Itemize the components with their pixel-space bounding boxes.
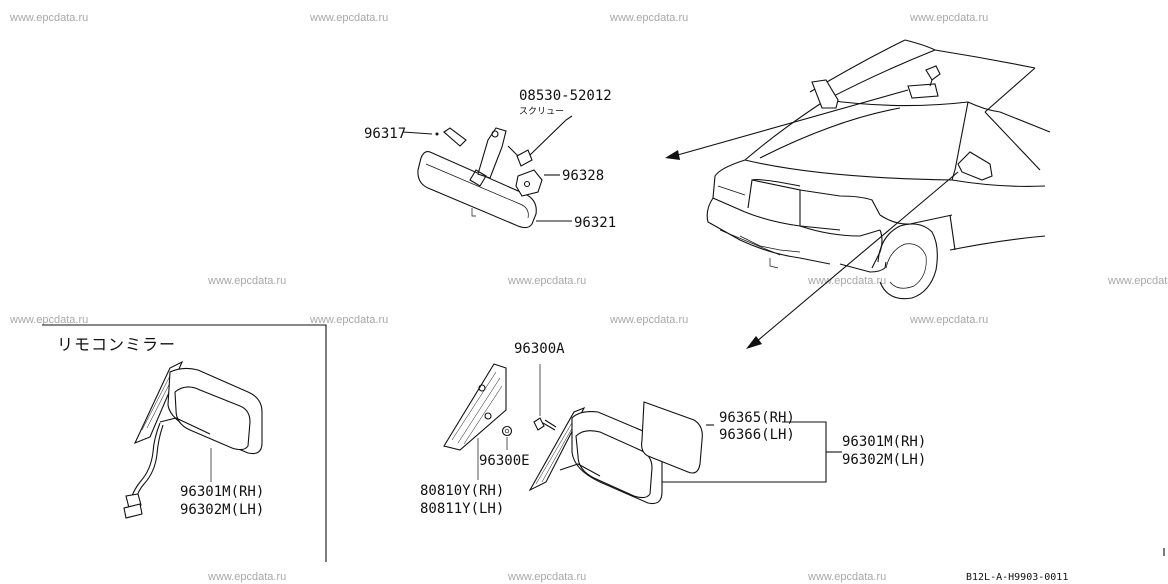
corner-bracket-icon	[443, 363, 507, 451]
part-label-96300E: 96300E	[479, 453, 530, 469]
watermark: www.epcdata.ru	[1107, 275, 1168, 287]
watermark: www.epcdata.ru	[609, 314, 688, 326]
inner-mirror-on-car-icon	[907, 83, 939, 99]
part-label-96301M: 96301M(RH)	[842, 434, 926, 450]
remote-mirror-icon	[123, 360, 263, 519]
watermark: www.epcdata.ru	[807, 275, 886, 287]
leader-line	[529, 115, 573, 156]
part-label-80810Y: 80810Y(RH)	[420, 483, 504, 499]
watermark: www.epcdata.ru	[507, 571, 586, 583]
part-label-screw: 08530-52012	[519, 88, 612, 104]
inset-title: リモコンミラー	[57, 335, 176, 354]
part-label-96302M-inset: 96302M(LH)	[180, 502, 264, 518]
part-label-96317: 96317	[364, 126, 406, 142]
nut-96300E-icon	[501, 425, 513, 437]
part-label-96301M-inset: 96301M(RH)	[180, 484, 264, 500]
pad-96317-icon	[443, 127, 467, 147]
inner-mirror-assembly: 08530-52012 スクリュー 96317 96328 96321	[364, 88, 616, 231]
inner-mirror-icon	[417, 151, 537, 229]
inset-border	[42, 324, 327, 562]
watermark-layer: www.epcdata.ru www.epcdata.ru www.epcdat…	[9, 12, 1168, 583]
part-label-96365: 96365(RH)	[719, 410, 795, 426]
watermark: www.epcdata.ru	[309, 314, 388, 326]
reference-arrows	[665, 89, 959, 349]
screw-96300A-icon	[533, 417, 545, 431]
mirror-glass-icon	[641, 401, 703, 474]
mirror-stay-icon	[477, 127, 507, 179]
part-label-80811Y: 80811Y(LH)	[420, 501, 504, 517]
diagram-code: B12L-A-H9903-0011	[966, 572, 1068, 583]
part-label-96328: 96328	[562, 168, 604, 184]
part-note-screw: スクリュー	[519, 106, 564, 117]
door-mirror-assembly: 96300A 96300E 80810Y(RH) 80811Y(LH) 9636…	[420, 341, 926, 517]
door-mirror-base-icon	[528, 406, 586, 492]
watermark: www.epcdata.ru	[507, 275, 586, 287]
arrow-line	[673, 89, 909, 157]
arrow-head	[746, 336, 762, 349]
watermark: www.epcdata.ru	[9, 314, 88, 326]
door-mirror-on-car-icon	[957, 151, 993, 181]
watermark: www.epcdata.ru	[807, 571, 886, 583]
screw-icon	[516, 149, 533, 167]
watermark: www.epcdata.ru	[609, 12, 688, 24]
watermark: www.epcdata.ru	[207, 275, 286, 287]
part-label-96302M: 96302M(LH)	[842, 452, 926, 468]
part-label-96366: 96366(LH)	[719, 427, 795, 443]
watermark: www.epcdata.ru	[309, 12, 388, 24]
arrow-line	[755, 171, 959, 343]
car-illustration	[706, 39, 1051, 300]
arrow-head	[665, 150, 680, 160]
part-label-96321: 96321	[574, 215, 616, 231]
watermark: www.epcdata.ru	[9, 12, 88, 24]
leader-line	[402, 131, 433, 135]
watermark: www.epcdata.ru	[909, 12, 988, 24]
part-label-96300A: 96300A	[514, 341, 565, 357]
inset-remote-mirror: リモコンミラー 96301M(RH) 96302M(LH)	[42, 324, 327, 562]
watermark: www.epcdata.ru	[207, 571, 286, 583]
watermark: www.epcdata.ru	[909, 314, 988, 326]
